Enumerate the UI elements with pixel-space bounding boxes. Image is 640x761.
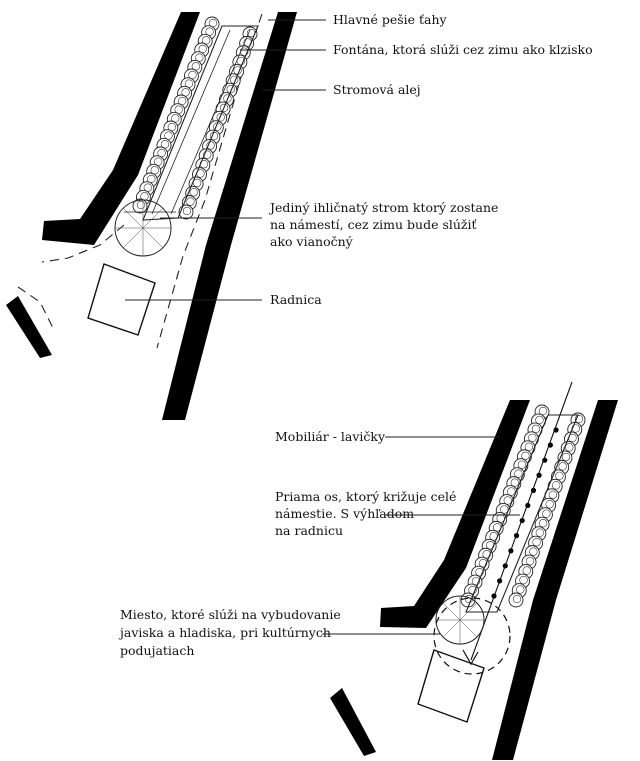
label-tree-alley: Stromová alej — [333, 82, 421, 97]
bottom-right-tree-row — [508, 412, 586, 608]
top-fountain-inner-right — [170, 29, 251, 215]
tree-crown — [524, 442, 534, 451]
tree-crown — [192, 178, 202, 188]
tree-crown — [561, 452, 571, 462]
tree-crown — [565, 443, 574, 452]
tree-crown — [521, 451, 530, 460]
tree-crown — [525, 556, 535, 566]
tree-crown — [531, 424, 541, 434]
top-left-tree-row — [132, 16, 220, 214]
label-single-tree-line2: na námestí, cez zimu bude slúžiť — [270, 217, 477, 232]
label-stage-area-line1: Miesto, ktoré slúži na vybudovanie — [120, 607, 341, 622]
tree-crown — [552, 481, 561, 490]
top-fountain-inner-left — [151, 29, 231, 215]
top-single-tree-rays — [115, 200, 171, 256]
tree-crown — [203, 150, 212, 159]
label-single-tree-line1: Jediný ihličnatý strom ktorý zostane — [268, 200, 498, 215]
tree-crown — [478, 559, 488, 568]
tree-crown — [475, 567, 484, 577]
tree-crown — [507, 487, 516, 496]
bottom-single-tree-rays — [436, 596, 484, 644]
pedestrian-path-lower-left — [17, 286, 55, 331]
tree-crown — [186, 197, 195, 206]
tree-crown — [574, 414, 584, 424]
label-benches: Mobiliár - lavičky — [275, 429, 386, 444]
label-axis-line1: Priama os, ktorý križuje celé — [275, 489, 456, 504]
label-stage-area-line2: javiska a hladiska, pri kultúrnych — [118, 625, 331, 640]
tree — [508, 592, 524, 608]
tree-crown — [189, 188, 198, 197]
tree-crown — [216, 113, 225, 122]
label-fountain: Fontána, ktorá slúži cez zimu ako klzisk… — [333, 42, 593, 57]
tree-crown — [468, 585, 477, 595]
tree-crown — [542, 509, 551, 518]
tree-crown — [538, 519, 548, 528]
tree — [132, 198, 148, 214]
top-left-building-wall — [42, 12, 200, 245]
tree-crown — [522, 566, 531, 575]
tree-crown — [471, 576, 481, 586]
label-axis-line2: námestie. S výhľadom — [275, 506, 414, 521]
tree-crown — [555, 471, 564, 480]
bottom-plan: Mobiliár - lavičky Priama os, ktorý križ… — [118, 381, 618, 760]
bottom-right-building-wall — [492, 400, 618, 760]
label-single-tree-line3: ako vianočný — [270, 234, 354, 249]
tree-crown — [545, 500, 554, 509]
top-right-building-wall — [162, 12, 297, 420]
top-plan: Hlavné pešie ťahy Fontána, ktorá slúži c… — [6, 12, 593, 420]
tree-crown — [535, 415, 544, 425]
top-bottom-left-building — [6, 296, 52, 358]
label-axis-line3: na radnicu — [275, 523, 343, 538]
bottom-town-hall — [417, 649, 485, 723]
tree-crown — [226, 85, 235, 94]
tree-crown — [514, 469, 523, 478]
bottom-left-building-wall — [380, 400, 530, 628]
tree-crown — [558, 462, 567, 471]
tree-crown — [219, 103, 229, 113]
tree-crown — [517, 460, 527, 469]
tree-crown — [510, 478, 519, 487]
tree-crown — [182, 206, 192, 216]
bottom-stage-area — [433, 597, 511, 675]
top-town-hall — [87, 263, 156, 336]
tree-crown — [532, 538, 541, 547]
label-stage-area-line3: podujatiach — [120, 643, 194, 658]
tree-crown — [535, 528, 544, 537]
bottom-lower-left-building — [330, 688, 376, 756]
tree-crown — [548, 490, 558, 499]
tree-crown — [529, 547, 538, 556]
tree-crown — [516, 585, 525, 594]
label-pedestrian-paths: Hlavné pešie ťahy — [333, 12, 448, 27]
tree-crown — [528, 433, 537, 443]
tree-crown — [206, 141, 215, 150]
tree-crown — [503, 496, 512, 505]
tree-crown — [538, 406, 548, 416]
bottom-axis-line — [470, 381, 573, 661]
tree-crown — [512, 594, 522, 604]
bottom-fountain — [465, 414, 579, 613]
tree-crown — [223, 94, 232, 103]
tree-crown — [519, 575, 528, 585]
label-town-hall: Radnica — [270, 292, 322, 307]
pedestrian-path-left — [41, 224, 125, 263]
tree-crown — [136, 200, 146, 210]
